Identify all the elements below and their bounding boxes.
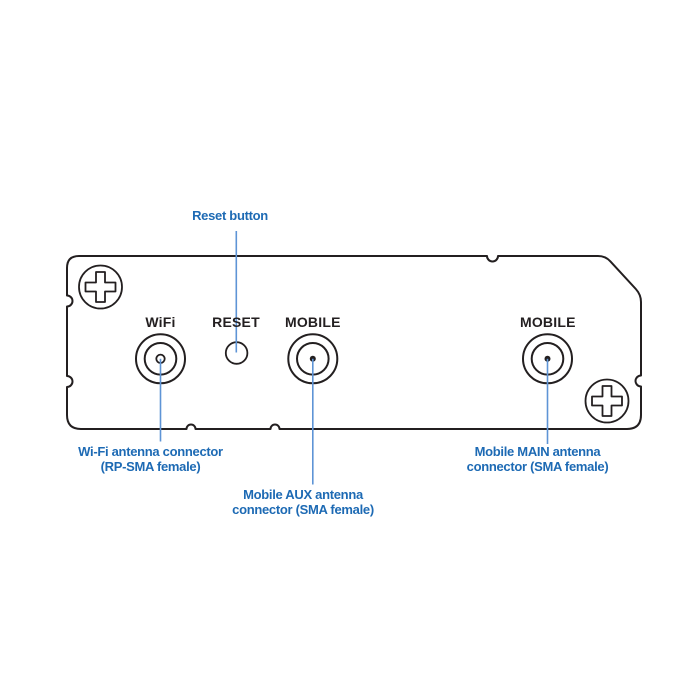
panel-label-mobile-main: MOBILE (519, 314, 576, 330)
callout-mobile-main-antenna-line2: connector (SMA female) (466, 459, 609, 474)
callout-wifi-antenna: Wi-Fi antenna connector (RP-SMA female) (78, 444, 223, 474)
panel-label-reset: RESET (212, 314, 260, 330)
callout-reset-button: Reset button (192, 208, 268, 223)
screw-top-left-icon (78, 264, 123, 310)
screw-bottom-right-icon (584, 378, 630, 424)
panel-label-mobile-aux: MOBILE (284, 314, 341, 330)
callout-wifi-antenna-line2: (RP-SMA female) (100, 459, 201, 474)
callout-mobile-main-antenna-line1: Mobile MAIN antenna (474, 444, 601, 459)
panel-label-wifi: WiFi (145, 314, 176, 330)
callout-mobile-aux-antenna-line2: connector (SMA female) (232, 502, 374, 517)
panel-outline (66, 255, 642, 430)
callout-mobile-aux-antenna-line1: Mobile AUX antenna (243, 487, 363, 502)
leader-lines (159, 231, 549, 485)
callout-wifi-antenna-line1: Wi-Fi antenna connector (78, 444, 223, 459)
callout-mobile-aux-antenna: Mobile AUX antenna connector (SMA female… (232, 487, 374, 517)
callout-mobile-main-antenna: Mobile MAIN antenna connector (SMA femal… (467, 444, 609, 474)
